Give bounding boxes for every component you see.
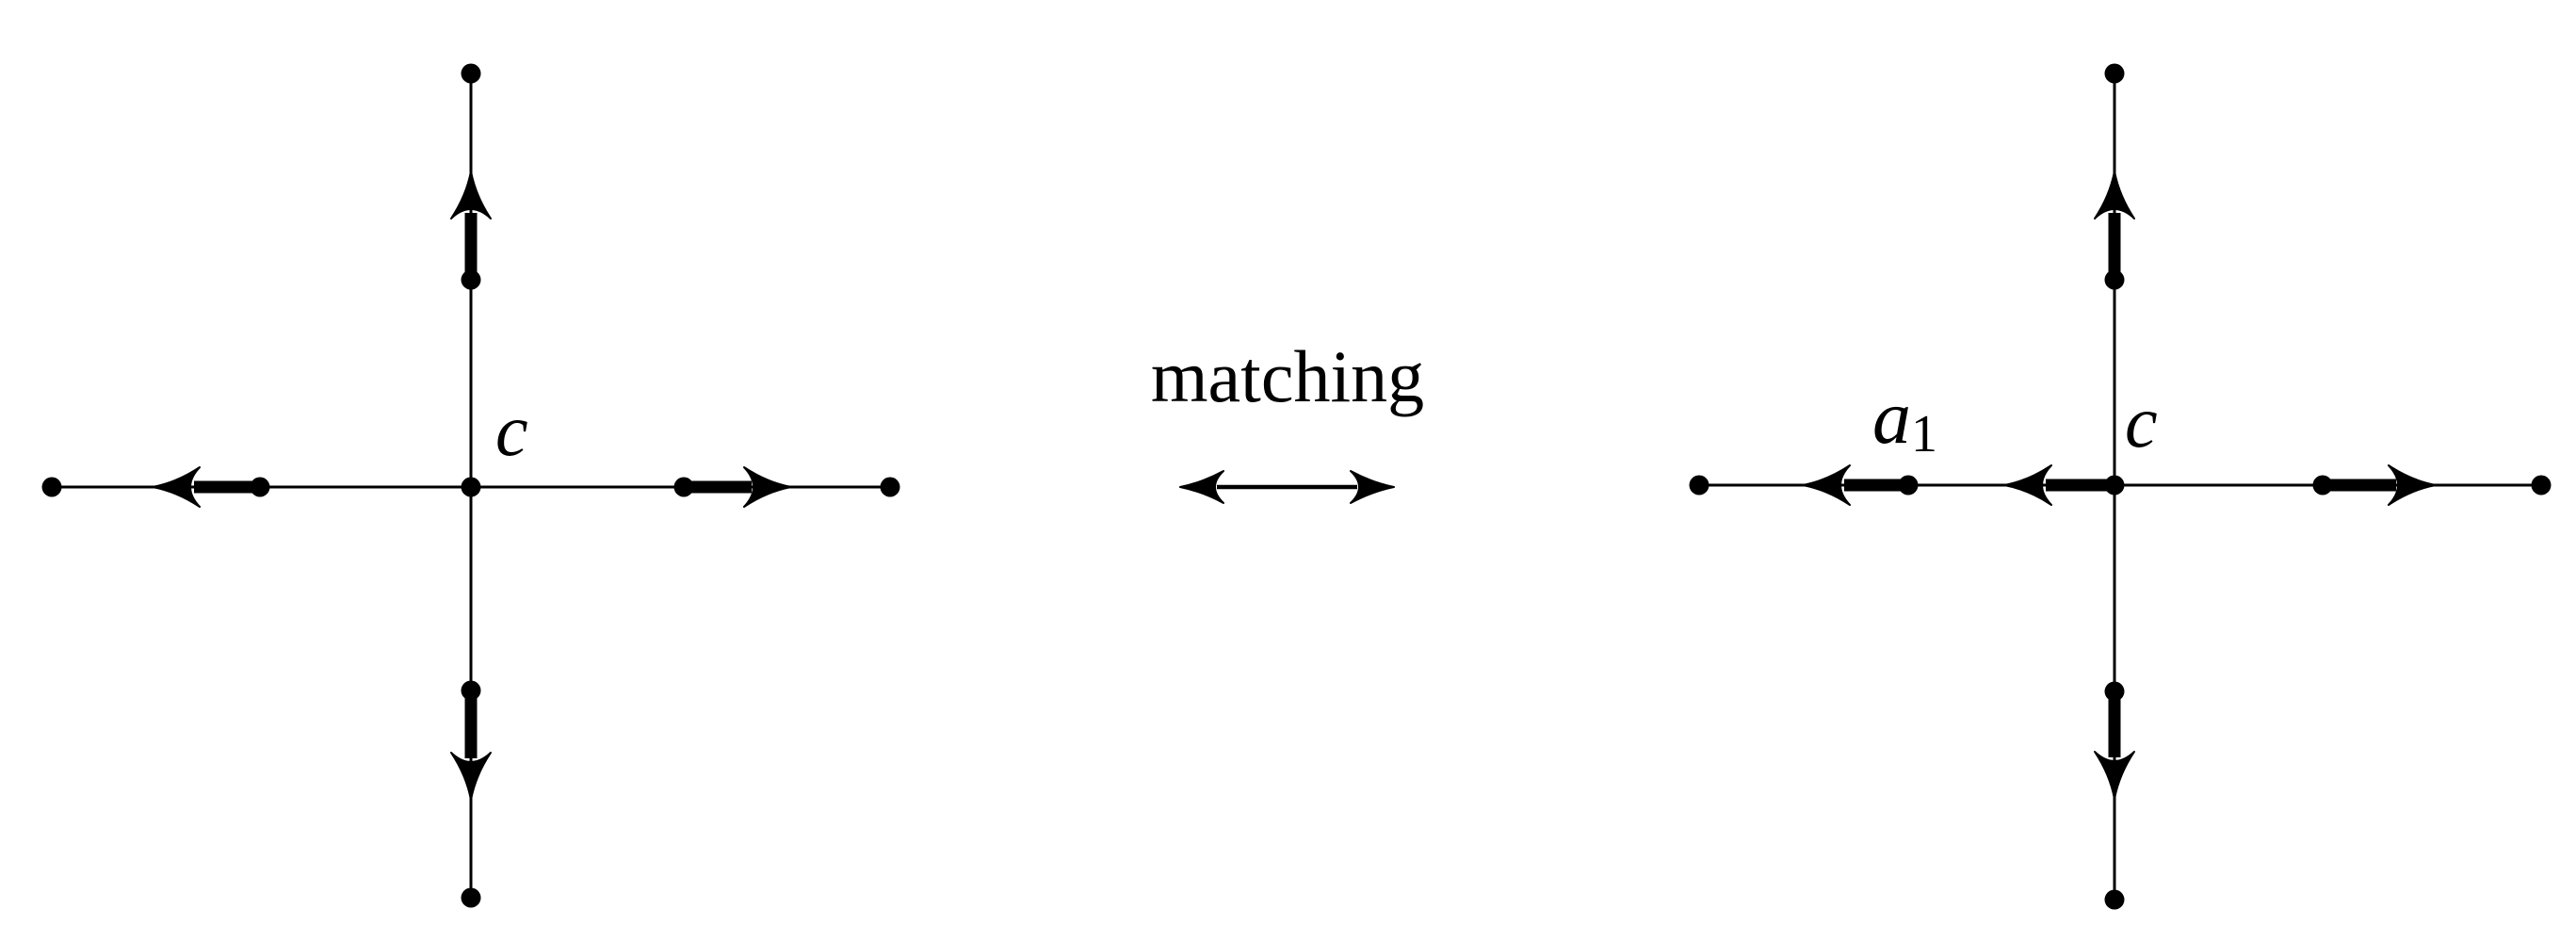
left-star-right-leaf-vertex xyxy=(880,477,900,497)
arrow-head-down-icon xyxy=(450,752,492,801)
left-star-down-arrow xyxy=(450,690,492,801)
arrow-head-left-icon xyxy=(1802,464,1851,506)
right-star-lower-mid-vertex xyxy=(2104,681,2125,702)
left-star-left-leaf-vertex xyxy=(41,477,62,497)
right-star-center-label: c xyxy=(2125,381,2158,463)
double-arrow-left-head-icon xyxy=(1179,470,1224,504)
left-star-up-arrow xyxy=(450,171,492,280)
right-star-graph: a1 c xyxy=(1689,63,2552,910)
left-star-graph: c xyxy=(41,63,900,908)
right-star-center-vertex xyxy=(2104,475,2125,495)
left-star-right-mid-vertex xyxy=(673,477,694,497)
edge-label-subscript: 1 xyxy=(1911,405,1937,463)
right-star-right-leaf-vertex xyxy=(2531,475,2552,495)
arrow-head-up-icon xyxy=(450,171,492,219)
double-arrow-right-head-icon xyxy=(1350,470,1395,504)
right-star-outer-left-arrow xyxy=(1802,464,1908,506)
left-star-bottom-leaf-vertex xyxy=(461,887,481,908)
left-star-center-label: c xyxy=(495,389,528,471)
right-star-down-arrow xyxy=(2094,691,2135,800)
left-star-top-leaf-vertex xyxy=(461,63,481,84)
left-star-center-vertex xyxy=(461,477,481,497)
right-star-right-arrow xyxy=(2323,464,2437,506)
matching-label: matching xyxy=(1151,335,1424,417)
arrow-head-left-icon xyxy=(2003,464,2052,506)
edge-label-main: a xyxy=(1872,374,1911,460)
left-star-upper-mid-vertex xyxy=(461,269,481,290)
arrow-head-left-icon xyxy=(152,466,201,508)
right-star-center-left-arrow xyxy=(2003,464,2114,506)
arrow-head-right-icon xyxy=(2388,464,2437,506)
right-star-top-leaf-vertex xyxy=(2104,63,2125,84)
double-arrow-icon xyxy=(1179,470,1395,504)
left-star-lower-mid-vertex xyxy=(461,680,481,701)
arrow-head-right-icon xyxy=(743,466,792,508)
right-star-bottom-leaf-vertex xyxy=(2104,889,2125,910)
right-star-upper-mid-vertex xyxy=(2104,269,2125,290)
matching-relation: matching xyxy=(1151,335,1424,504)
right-star-left-leaf-vertex xyxy=(1689,475,1709,495)
arrow-head-up-icon xyxy=(2094,171,2135,219)
right-star-edge-label: a1 xyxy=(1872,374,1937,463)
right-star-up-arrow xyxy=(2094,171,2135,280)
right-star-right-mid-vertex xyxy=(2312,475,2333,495)
right-star-left-mid-vertex xyxy=(1898,475,1919,495)
left-star-left-mid-vertex xyxy=(250,477,270,497)
left-star-right-arrow xyxy=(684,466,792,508)
arrow-head-down-icon xyxy=(2094,751,2135,800)
left-star-left-arrow xyxy=(152,466,260,508)
